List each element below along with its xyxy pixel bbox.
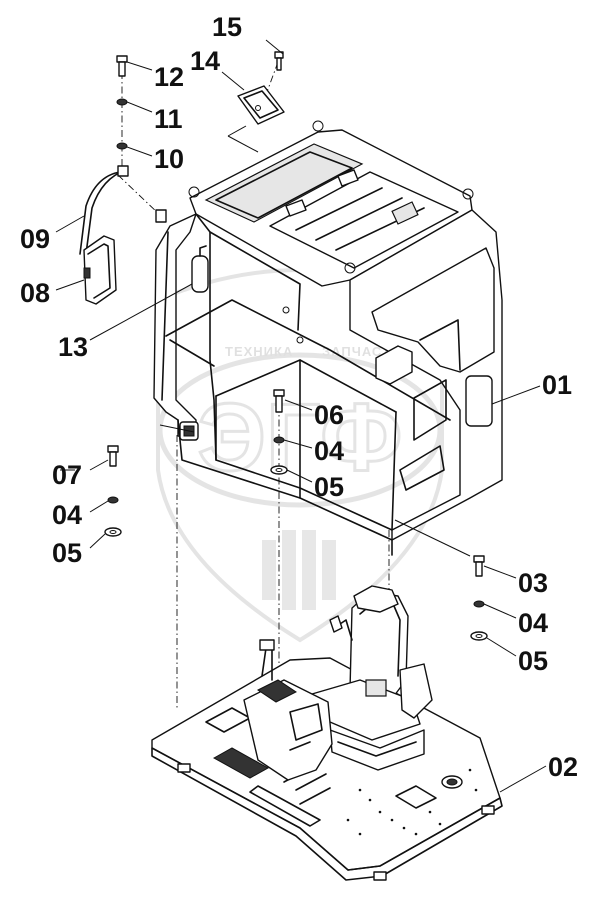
operator-seat (311, 585, 433, 771)
roof-mirror (227, 85, 285, 153)
washer-04-left (107, 496, 119, 504)
rear-view-mirror (83, 235, 117, 305)
cab-body (153, 120, 503, 556)
callout-05-left: 05 (52, 538, 82, 568)
callout-11: 11 (154, 104, 183, 134)
callout-03: 03 (518, 568, 548, 598)
callout-01: 01 (542, 370, 572, 400)
callout-10: 10 (154, 144, 184, 174)
bolt-06 (273, 389, 285, 413)
callout-13: 13 (58, 332, 88, 362)
pillar-mount (155, 209, 167, 223)
callout-12: 12 (154, 62, 184, 92)
bolt-12 (116, 55, 128, 77)
callout-14: 14 (190, 46, 220, 76)
callout-05-center: 05 (314, 472, 344, 502)
left-console (243, 639, 333, 781)
callout-07: 07 (52, 460, 82, 490)
washer-10 (116, 142, 128, 150)
callout-04-left: 04 (52, 500, 82, 530)
callout-04-center: 04 (314, 436, 344, 466)
callout-06: 06 (314, 400, 344, 430)
callout-15: 15 (212, 12, 242, 42)
washer-05-left (104, 527, 122, 537)
callout-09: 09 (20, 224, 50, 254)
bolt-03 (473, 555, 485, 577)
seat-lever-left (329, 615, 353, 641)
watermark: ТЕХНИКА ЗАПЧАСТИ ЭГФ (156, 268, 444, 643)
callout-04-right: 04 (518, 608, 548, 638)
washer-05-right (470, 631, 488, 641)
bolt-07 (107, 445, 119, 467)
callout-08: 08 (20, 278, 50, 308)
bolt-15 (274, 51, 284, 71)
fire-extinguisher (191, 245, 209, 293)
callout-05-right: 05 (518, 646, 548, 676)
callout-02: 02 (548, 752, 578, 782)
mirror-arm (79, 165, 129, 255)
watermark-text-left: ТЕХНИКА (225, 344, 293, 359)
